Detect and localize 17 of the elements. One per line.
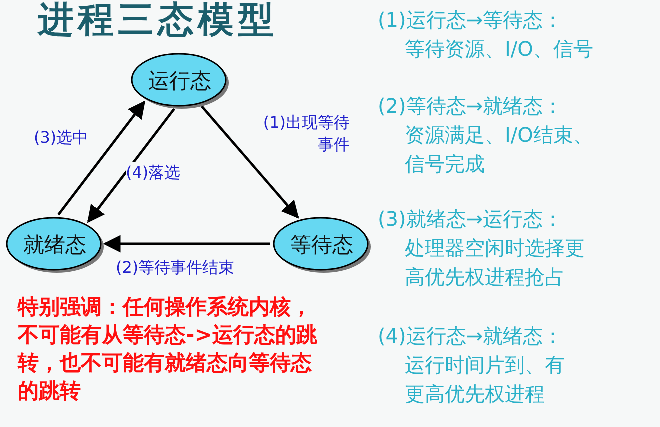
transition-description: 运行时间片到、有更高优先权进程 [405,352,566,408]
arrow [200,106,300,219]
state-ellipse: 就绪态 [5,216,105,274]
transition-heading: (3)就绪态→运行态： [378,206,564,233]
transition-description: 处理器空闲时选择更高优先权进程抢占 [405,235,585,291]
state-ellipse: 等待态 [272,216,372,274]
arrow [87,108,176,224]
transition-description: 等待资源、I/O、信号 [405,36,594,63]
transition-heading: (1)运行态→等待态： [378,7,564,34]
warning-note: 特别强调：任何操作系统内核，不可能有从等待态->运行态的跳转，也不可能有就绪态向等待态的跳转 [18,294,318,405]
title: 进程三态模型 [38,0,278,43]
transition-description: 资源满足、I/O结束、信号完成 [405,122,594,178]
transition-heading: (4)运行态→就绪态： [378,323,564,350]
state-ellipse: 运行态 [130,52,230,110]
arrow [103,235,270,253]
transition-heading: (2)等待态→就绪态： [378,93,564,120]
arrow [58,100,146,216]
